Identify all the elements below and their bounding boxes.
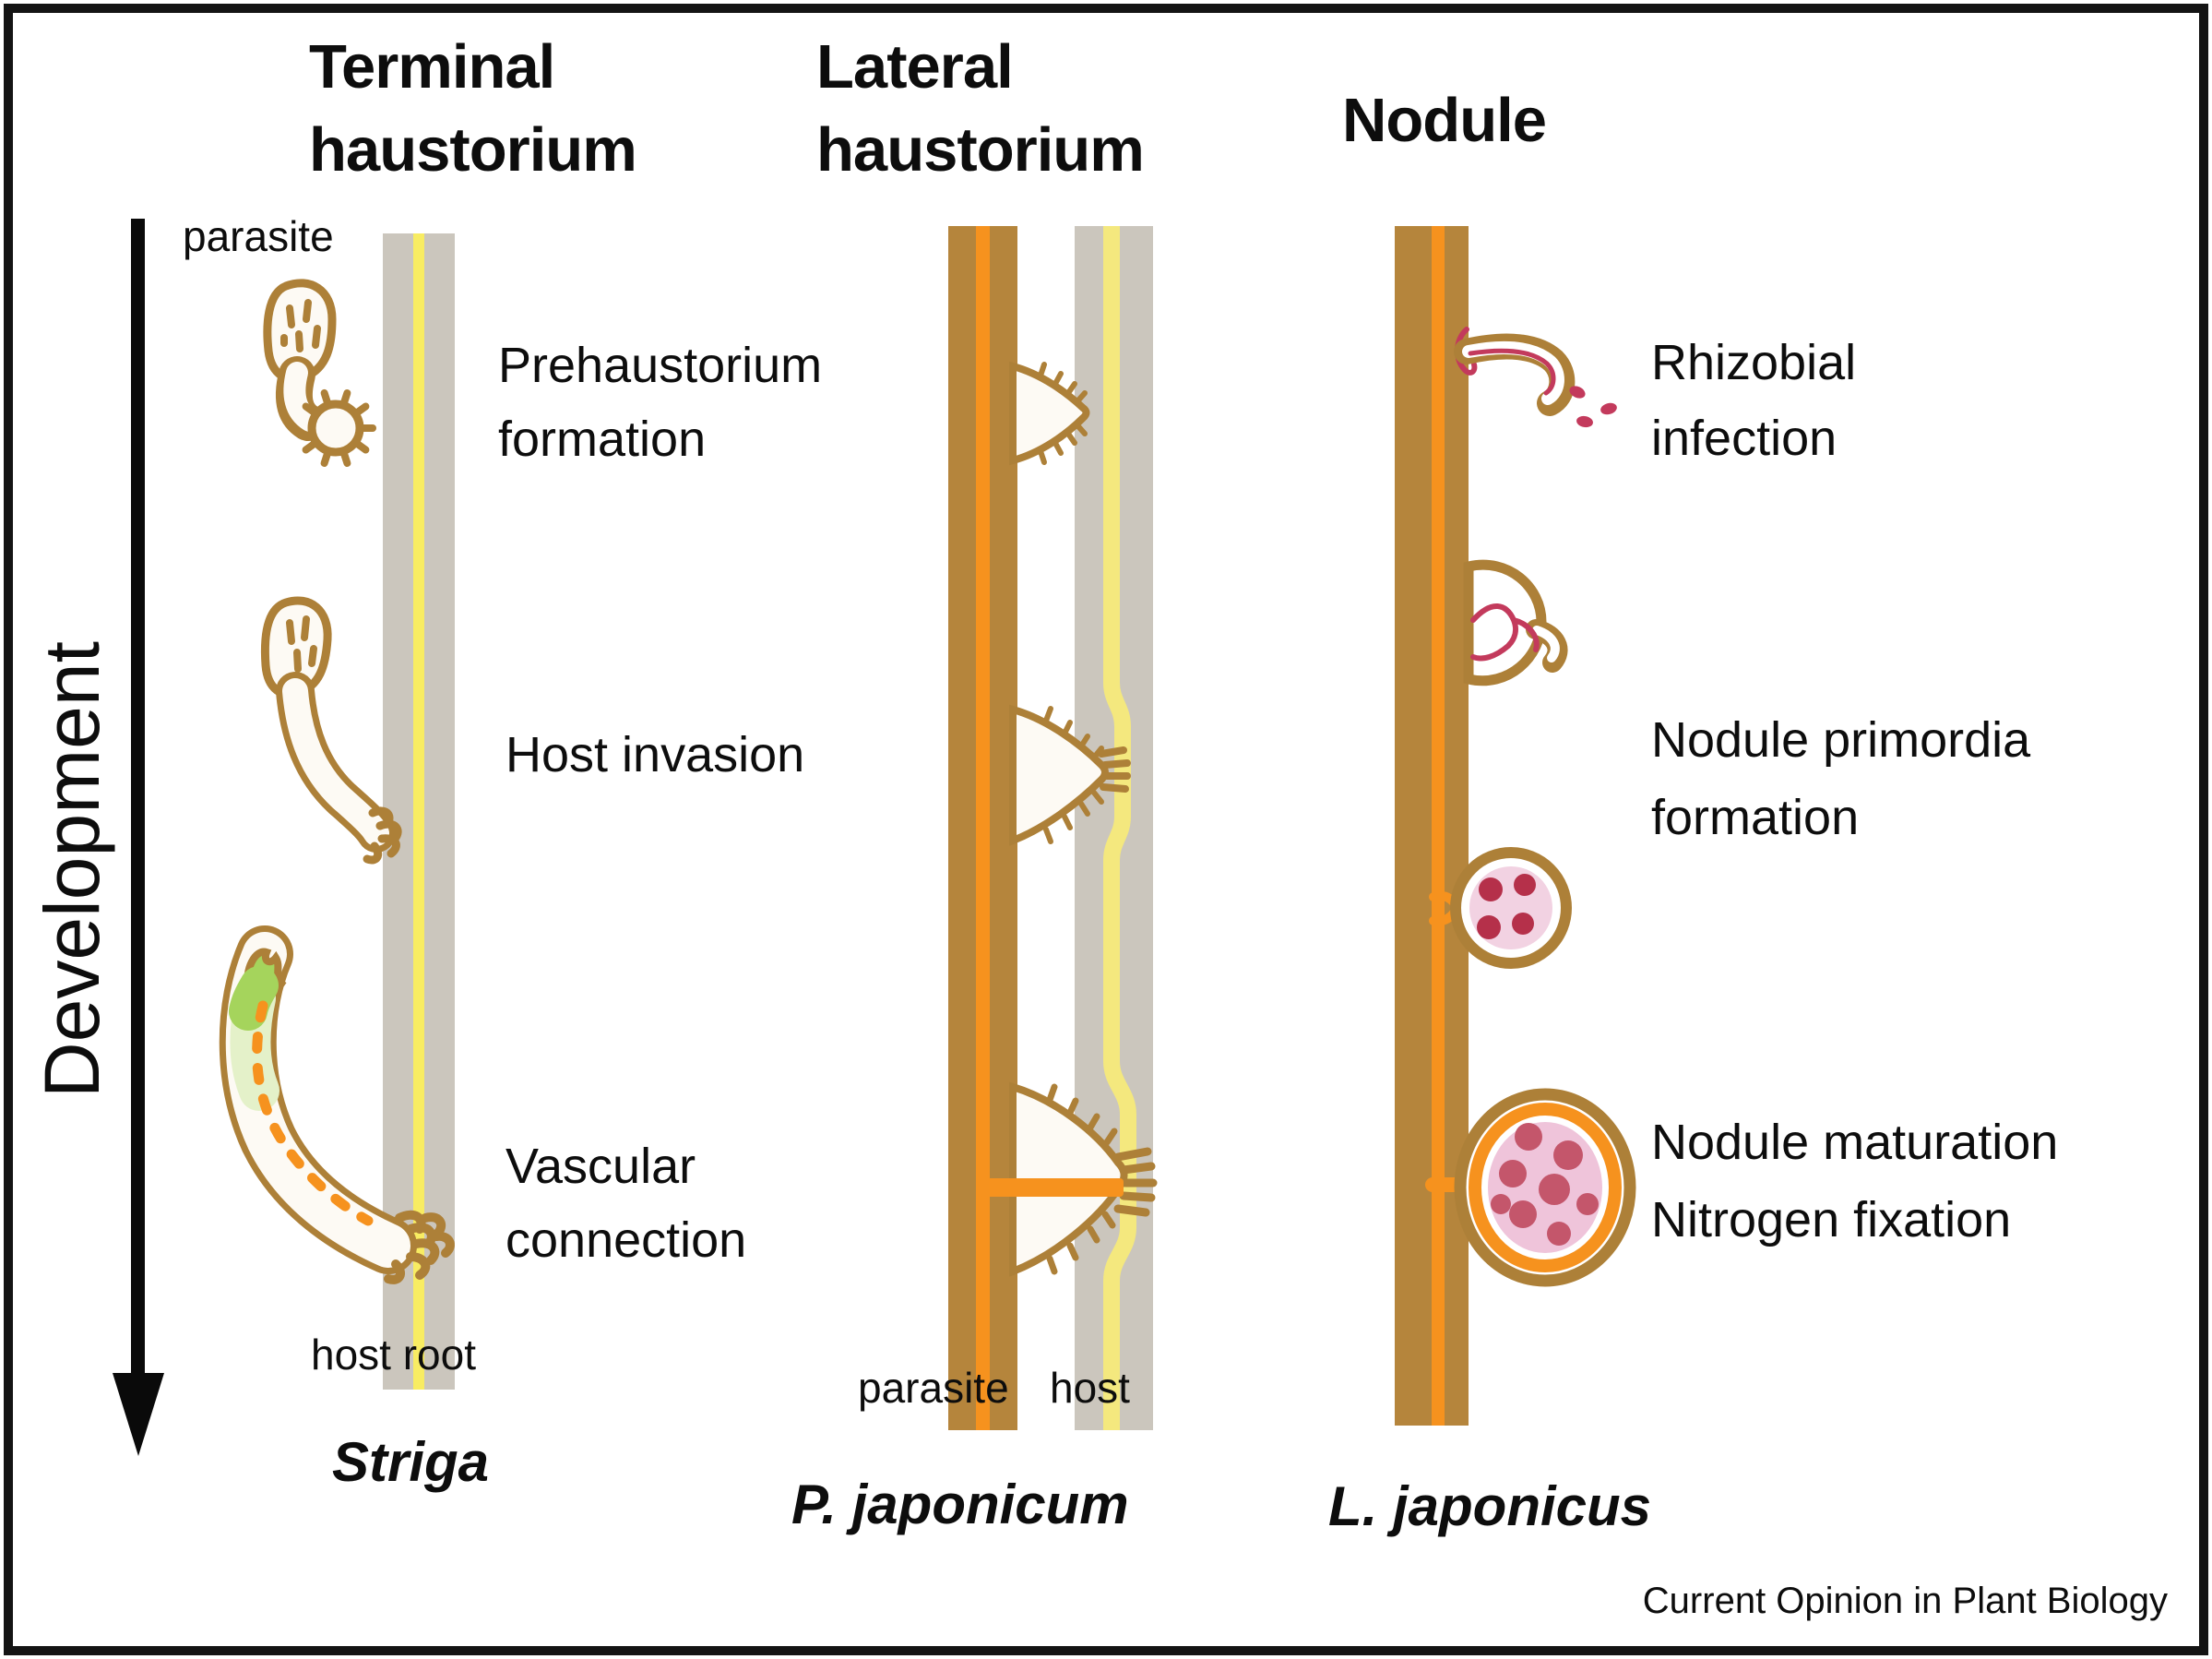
parasite-vascular-dashed-line: [252, 1000, 374, 1226]
nodule-title: Nodule: [1342, 86, 1547, 155]
prehaustorium-label-line2: formation: [498, 412, 707, 467]
journal-credit: Current Opinion in Plant Biology: [1642, 1581, 2168, 1621]
species-p-japonicum: P. japonicum: [791, 1474, 1129, 1535]
lateral-title-line1: Lateral: [816, 32, 1014, 101]
host-invasion-label: Host invasion: [505, 727, 805, 782]
bacteroid-dots: [1477, 874, 1536, 939]
haustorium-hairs: [1046, 1083, 1118, 1275]
host-label-bottom: host: [1050, 1364, 1130, 1412]
parasite-root-bar: [948, 226, 1017, 1430]
maturation-label-line2: Nitrogen fixation: [1651, 1192, 2012, 1247]
seed-texture-dashes: [286, 615, 317, 673]
vascular-connection-label: Vascular connection: [505, 1129, 746, 1277]
legume-vascular-stripe: [1432, 226, 1445, 1426]
striga-prehaustorium-drawing: [263, 279, 376, 467]
striga-vascular-connection-drawing: [219, 925, 455, 1284]
legume-root-bar: [1395, 226, 1469, 1426]
prehaustorium-spikes: [302, 388, 376, 467]
host-root-label: host root: [311, 1331, 476, 1379]
bacteroid-dots: [1491, 1123, 1599, 1246]
rhizobia-dots: [1569, 386, 1617, 428]
maturation-label-line1: Nodule maturation: [1651, 1115, 2059, 1170]
prehaustorium-formation-label: Prehaustorium formation: [498, 328, 822, 476]
parasite-label-bottom: parasite: [858, 1364, 1009, 1412]
nodule-primordia-drawing: [1429, 847, 1572, 969]
rhizobial-infection-label: Rhizobial infection: [1651, 325, 1856, 476]
vascular-bridge: [980, 1178, 1124, 1197]
rhizobial-infection-drawing: [1454, 327, 1617, 428]
nodule-orange-ring: [1469, 1103, 1622, 1272]
nodule-maturation-label: Nodule maturation Nitrogen fixation: [1651, 1104, 2058, 1259]
branched-infection-thread: [1470, 603, 1540, 662]
invading-fingers: [363, 806, 402, 865]
parasite-vascular-stripe: [976, 226, 990, 1430]
lateral-haustorium-title: Lateral haustorium: [816, 26, 1145, 192]
parasite-label-top: parasite: [183, 212, 334, 260]
nodule-primordia-label: Nodule primordia formation: [1651, 701, 2030, 856]
rhizobial-label-line1: Rhizobial: [1651, 335, 1857, 390]
lateral-haustorium-stage2-drawing: [1009, 704, 1131, 846]
infection-thread: [1468, 348, 1556, 396]
primordia-label-line2: formation: [1651, 790, 1860, 845]
development-axis-label: Development: [29, 641, 115, 1098]
seed-texture-dashes: [280, 299, 321, 352]
epidermal-thread-curl: [1455, 327, 1478, 376]
figure-border: [4, 4, 2208, 1655]
lateral-haustorium-stage1-drawing: [1009, 361, 1090, 466]
terminal-title-line1: Terminal: [309, 32, 555, 101]
host-root-bar: [383, 233, 455, 1390]
rhizobial-label-line2: infection: [1651, 411, 1837, 466]
terminal-haustorium-title: Terminal haustorium: [309, 26, 637, 192]
vascular-label-line1: Vascular: [505, 1139, 696, 1194]
development-arrow-head-icon: [113, 1373, 164, 1456]
species-striga: Striga: [332, 1431, 490, 1493]
species-l-japonicus: L. japonicus: [1328, 1475, 1652, 1537]
primordia-label-line1: Nodule primordia: [1651, 712, 2031, 768]
mature-nodule-drawing: [1425, 1088, 1636, 1287]
invading-fingers: [1113, 1147, 1158, 1217]
host-vascular-stripe: [413, 233, 424, 1390]
vascular-label-line2: connection: [505, 1212, 747, 1268]
prehaustorium-label-line1: Prehaustorium: [498, 338, 823, 393]
lateral-title-line2: haustorium: [816, 115, 1145, 185]
terminal-title-line2: haustorium: [309, 115, 637, 185]
haustorial-fingers: [384, 1210, 455, 1284]
invading-fingers: [1098, 746, 1131, 793]
infection-thread-stage-drawing: [1463, 559, 1568, 686]
haustorium-hairs: [1043, 706, 1104, 844]
haustorium-hairs: [1038, 362, 1088, 465]
host-vascular-strand: [1103, 226, 1136, 1430]
striga-host-invasion-drawing: [260, 596, 402, 865]
development-arrow-line: [131, 219, 145, 1375]
